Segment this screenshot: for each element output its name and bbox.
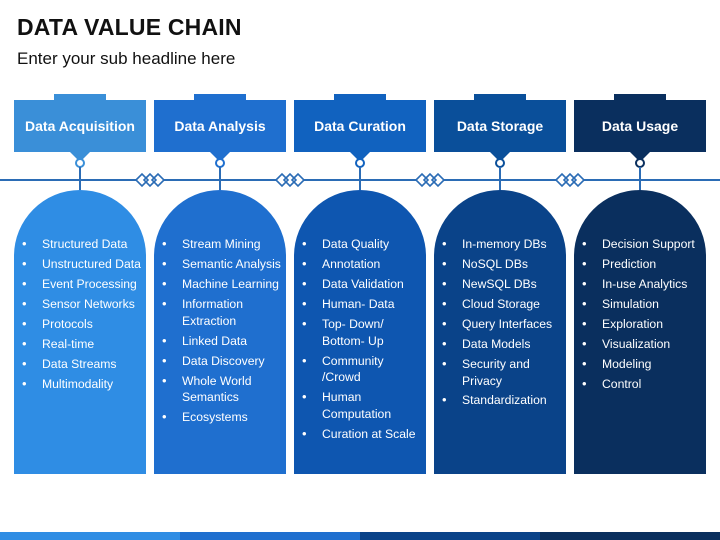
header-tab <box>194 94 246 101</box>
list-item: Sensor Networks <box>16 296 144 313</box>
stage-header-analysis: Data Analysis <box>174 118 266 134</box>
list-item: Simulation <box>576 296 704 313</box>
list-item: Semantic Analysis <box>156 256 284 273</box>
list-item: Prediction <box>576 256 704 273</box>
list-item: Real-time <box>16 336 144 353</box>
list-item: Machine Learning <box>156 276 284 293</box>
list-item: Control <box>576 376 704 393</box>
list-item: Human Computation <box>296 389 424 422</box>
node-dot-icon <box>355 158 365 168</box>
list-item: Security and Privacy <box>436 356 564 389</box>
stage-list-storage: In-memory DBs NoSQL DBs NewSQL DBs Cloud… <box>436 236 564 412</box>
list-item: Annotation <box>296 256 424 273</box>
list-item: Decision Support <box>576 236 704 253</box>
list-item: NewSQL DBs <box>436 276 564 293</box>
list-item: Cloud Storage <box>436 296 564 313</box>
chain-link-icon <box>274 172 306 188</box>
header-pointer <box>210 152 230 162</box>
stage-header-box-curation <box>294 100 426 152</box>
list-item: NoSQL DBs <box>436 256 564 273</box>
list-item: Data Models <box>436 336 564 353</box>
list-item: Linked Data <box>156 333 284 350</box>
list-item: Structured Data <box>16 236 144 253</box>
list-item: Event Processing <box>16 276 144 293</box>
stage-header-box-usage <box>574 100 706 152</box>
list-item: Unstructured Data <box>16 256 144 273</box>
stage-list-usage: Decision Support Prediction In-use Analy… <box>576 236 704 396</box>
slide-subtitle: Enter your sub headline here <box>17 49 236 68</box>
stage-list-curation: Data Quality Annotation Data Validation … <box>296 236 424 446</box>
chain-link-icon <box>414 172 446 188</box>
stage-list-analysis: Stream Mining Semantic Analysis Machine … <box>156 236 284 429</box>
bottom-accent-bar <box>0 532 720 540</box>
header-tab <box>474 94 526 101</box>
accent-segment <box>360 532 540 540</box>
list-item: Information Extraction <box>156 296 284 329</box>
list-item: Data Quality <box>296 236 424 253</box>
list-item: In-use Analytics <box>576 276 704 293</box>
header-pointer <box>630 152 650 162</box>
stage-header-storage: Data Storage <box>456 118 544 134</box>
list-item: Top- Down/ Bottom- Up <box>296 316 424 349</box>
list-item: Data Discovery <box>156 353 284 370</box>
list-item: Whole World Semantics <box>156 373 284 406</box>
accent-segment <box>180 532 360 540</box>
stage-list-acquisition: Structured Data Unstructured Data Event … <box>16 236 144 396</box>
list-item: Data Validation <box>296 276 424 293</box>
header-pointer <box>490 152 510 162</box>
list-item: Data Streams <box>16 356 144 373</box>
stage-header-usage: Data Usage <box>601 118 679 134</box>
header-pointer <box>350 152 370 162</box>
list-item: Modeling <box>576 356 704 373</box>
list-item: Multimodality <box>16 376 144 393</box>
list-item: Protocols <box>16 316 144 333</box>
header-pointer <box>70 152 90 162</box>
stage-header-box-analysis <box>154 100 286 152</box>
list-item: Stream Mining <box>156 236 284 253</box>
list-item: Standardization <box>436 392 564 409</box>
node-dot-icon <box>635 158 645 168</box>
accent-segment <box>0 532 180 540</box>
list-item: Human- Data <box>296 296 424 313</box>
chain-link-icon <box>134 172 166 188</box>
header-tab <box>334 94 386 101</box>
header-tab <box>54 94 106 101</box>
list-item: Query Interfaces <box>436 316 564 333</box>
header-tab <box>614 94 666 101</box>
list-item: Ecosystems <box>156 409 284 426</box>
slide-title: DATA VALUE CHAIN <box>17 14 242 40</box>
node-dot-icon <box>75 158 85 168</box>
list-item: Exploration <box>576 316 704 333</box>
list-item: In-memory DBs <box>436 236 564 253</box>
stage-header-acquisition: Data Acquisition <box>25 118 135 134</box>
list-item: Visualization <box>576 336 704 353</box>
stage-header-box-storage <box>434 100 566 152</box>
node-dot-icon <box>495 158 505 168</box>
stage-header-box-acquisition <box>14 100 146 152</box>
list-item: Community /Crowd <box>296 353 424 386</box>
chain-link-icon <box>554 172 586 188</box>
list-item: Curation at Scale <box>296 426 424 443</box>
stage-header-curation: Data Curation <box>314 118 406 134</box>
node-dot-icon <box>215 158 225 168</box>
accent-segment <box>540 532 720 540</box>
